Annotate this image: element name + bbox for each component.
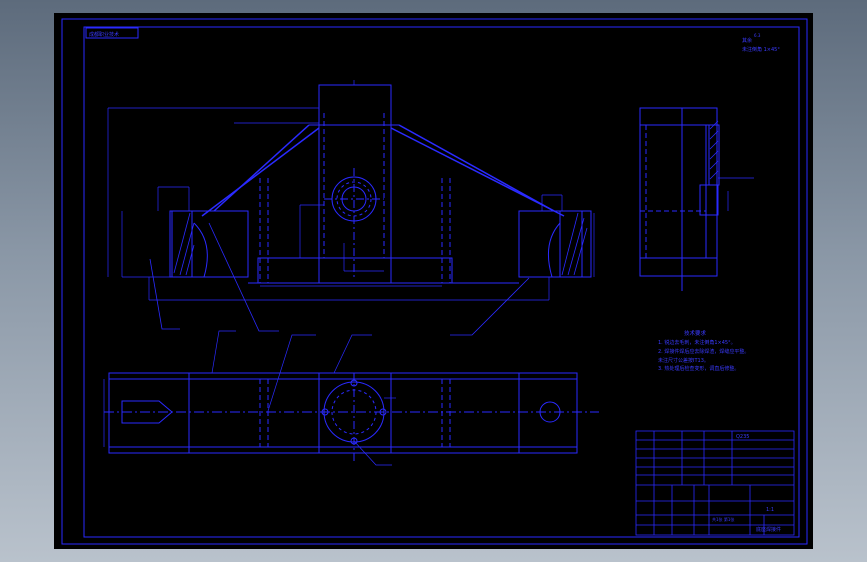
title-block-drawing-name: 底座焊接件 — [756, 526, 781, 533]
cad-drawing-viewport[interactable]: 成都职业技术 其余 6.3 未注倒角 1×45° 技术要求 1. 锐边去毛刺，未… — [54, 13, 813, 549]
title-block-sheet: 共1张 第1张 — [712, 516, 734, 522]
left-block — [171, 210, 249, 278]
left-weld-fillet — [193, 222, 208, 278]
tech-req-line-3: 未注尺寸公差按IT13。 — [658, 357, 709, 364]
right-hole — [539, 401, 561, 423]
inner-frame — [83, 26, 800, 538]
top-outline — [108, 372, 578, 454]
left-rib — [213, 124, 310, 212]
front-view — [107, 80, 595, 336]
weld-hatching — [173, 212, 588, 276]
tech-req-line-4: 3. 热处理后检查变形，调直后修整。 — [658, 365, 739, 372]
right-rib — [398, 124, 555, 212]
slot — [121, 400, 173, 424]
outer-frame — [61, 18, 808, 545]
right-block — [518, 210, 592, 278]
roughness-value: 6.3 — [754, 33, 761, 38]
center-column — [318, 84, 392, 284]
roughness-note: 其余 — [742, 37, 752, 44]
tech-req-line-2: 2. 焊接件焊后应去除焊渣，焊缝应平整。 — [658, 348, 749, 355]
right-weld-fillet — [547, 222, 561, 278]
leader-lines — [149, 222, 530, 336]
top-view — [103, 330, 599, 466]
tech-req-title: 技术要求 — [684, 329, 707, 337]
title-block-scale: 1:1 — [766, 507, 774, 513]
drawing-canvas: 成都职业技术 其余 6.3 未注倒角 1×45° 技术要求 1. 锐边去毛刺，未… — [61, 18, 808, 545]
title-block — [635, 430, 795, 536]
tech-req-line-1: 1. 锐边去毛刺，未注倒角1×45°。 — [658, 339, 736, 346]
side-view — [639, 107, 754, 291]
stamp-label: 成都职业技术 — [89, 31, 119, 38]
base-plate — [257, 257, 453, 284]
chamfer-note: 未注倒角 1×45° — [742, 46, 780, 53]
side-profile — [639, 107, 718, 277]
title-block-material: Q235 — [736, 434, 749, 440]
stamp-box — [85, 27, 139, 39]
bore-circle — [331, 176, 377, 222]
